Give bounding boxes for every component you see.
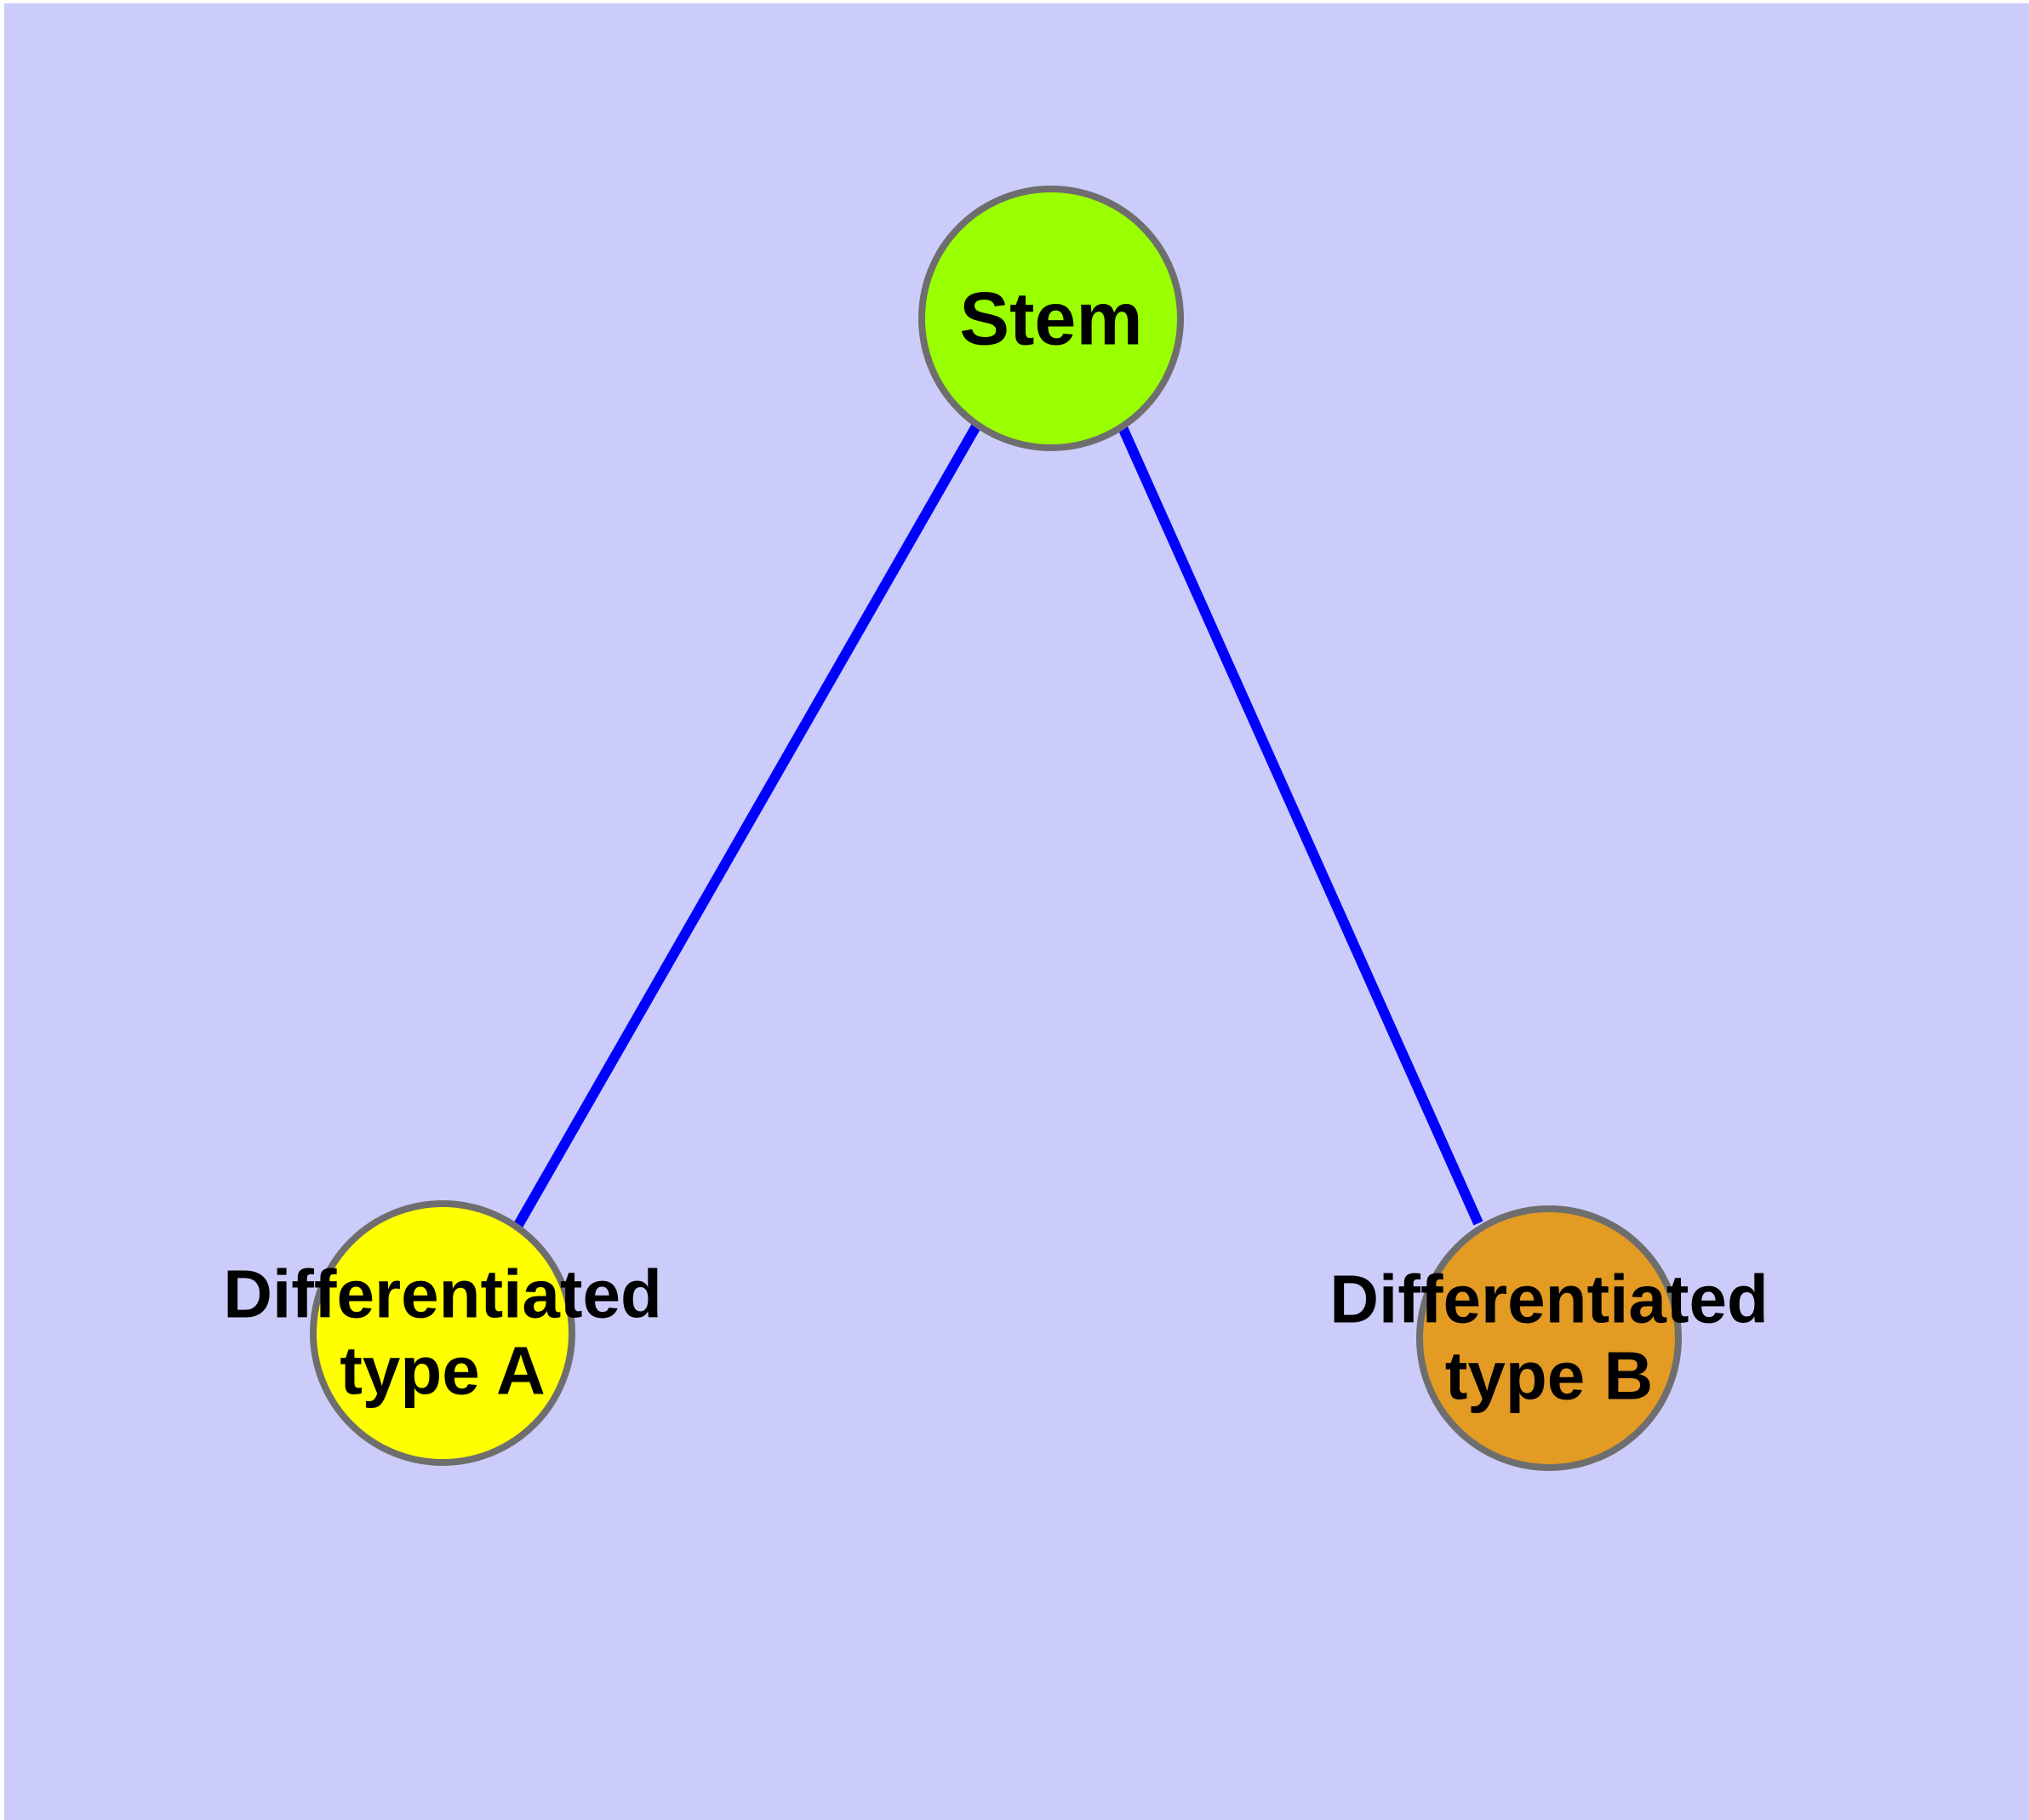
- edge-stem-diff-a[interactable]: [513, 422, 982, 1228]
- edge-stem-diff-b[interactable]: [1117, 423, 1483, 1226]
- edges-layer: [513, 422, 1483, 1228]
- nodes-layer: [310, 186, 1682, 1471]
- node-circle-diff_b[interactable]: [1416, 1205, 1682, 1471]
- node-circle-stem[interactable]: [918, 186, 1184, 451]
- node-circle-diff_a[interactable]: [310, 1200, 575, 1466]
